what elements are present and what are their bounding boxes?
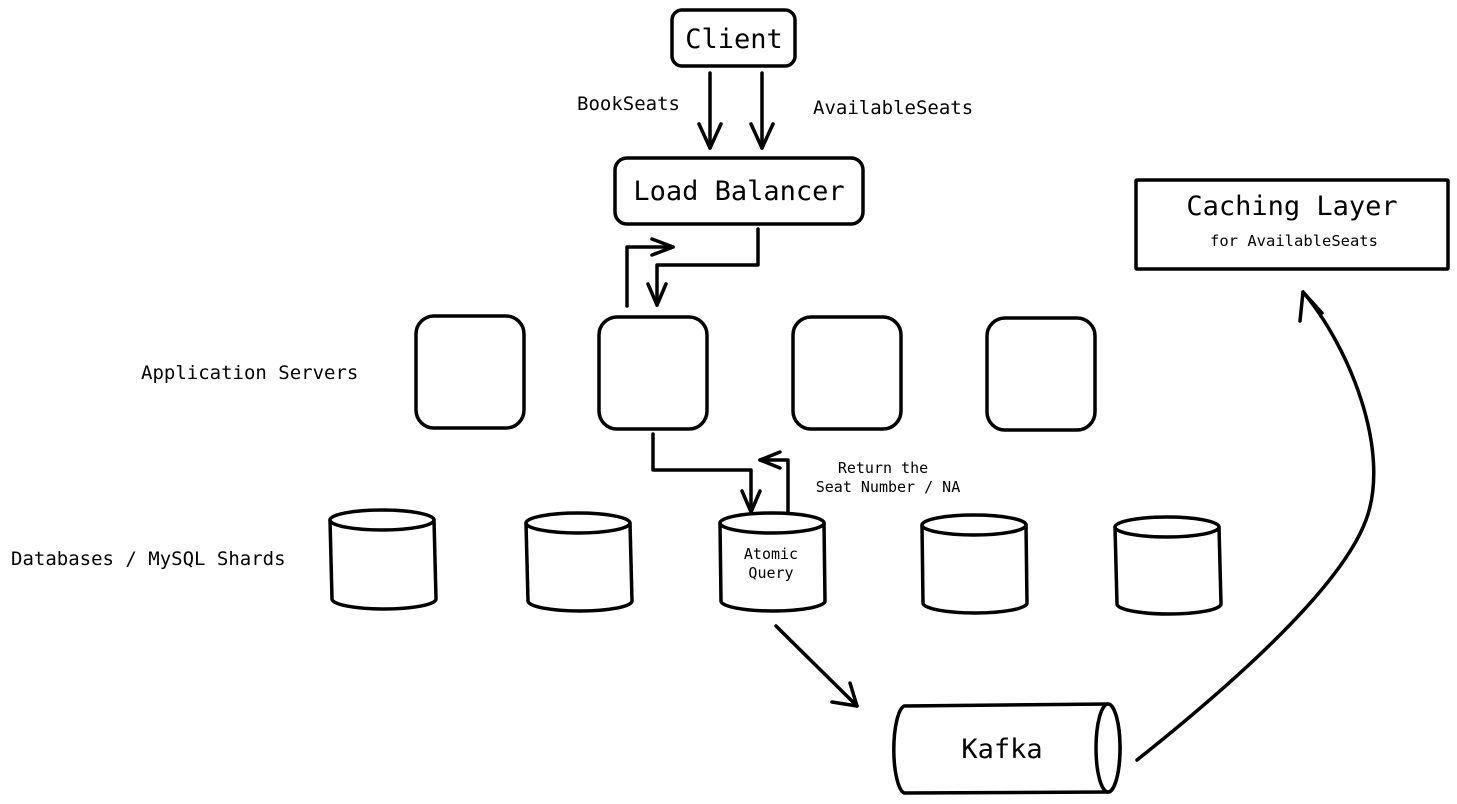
database-shard-5 bbox=[1113, 515, 1223, 616]
available-seats-label: AvailableSeats bbox=[813, 97, 973, 119]
database-shard-3: Atomic Query bbox=[718, 511, 827, 613]
application-server-1 bbox=[414, 314, 526, 430]
databases-label: Databases / MySQL Shards bbox=[11, 548, 286, 570]
server-to-db-arrow bbox=[651, 432, 762, 514]
available-seats-arrow bbox=[749, 71, 775, 150]
load-balancer-node: Load Balancer bbox=[613, 156, 865, 226]
kafka-node: Kafka bbox=[892, 702, 1122, 795]
client-node: Client bbox=[670, 8, 797, 68]
load-balancer-label: Load Balancer bbox=[633, 176, 844, 207]
application-server-3 bbox=[791, 315, 903, 431]
application-server-4 bbox=[985, 316, 1097, 432]
kafka-label: Kafka bbox=[961, 734, 1042, 765]
atomic-query-line-2: Query bbox=[748, 564, 793, 582]
return-arrow bbox=[758, 450, 790, 516]
application-servers-label: Application Servers bbox=[141, 362, 358, 384]
client-label: Client bbox=[685, 24, 783, 55]
kafka-to-cache-arrow bbox=[1135, 290, 1376, 762]
caching-layer-subtitle: for AvailableSeats bbox=[1210, 232, 1378, 250]
return-label-line-1: Return the bbox=[838, 459, 928, 477]
caching-layer-node: Caching Layer for AvailableSeats bbox=[1134, 178, 1450, 271]
application-server-2 bbox=[597, 315, 709, 431]
server-to-lb-arrow bbox=[625, 237, 675, 308]
book-seats-arrow bbox=[697, 71, 723, 150]
db-to-kafka-arrow bbox=[774, 624, 859, 708]
atomic-query-line-1: Atomic bbox=[744, 545, 798, 563]
database-shard-4 bbox=[920, 513, 1029, 615]
lb-to-server-arrow bbox=[646, 227, 760, 307]
caching-layer-title: Caching Layer bbox=[1186, 191, 1397, 222]
database-shard-2 bbox=[524, 511, 634, 613]
database-shard-1 bbox=[328, 508, 438, 611]
book-seats-label: BookSeats bbox=[577, 93, 680, 115]
return-label-line-2: Seat Number / NA bbox=[816, 478, 961, 496]
